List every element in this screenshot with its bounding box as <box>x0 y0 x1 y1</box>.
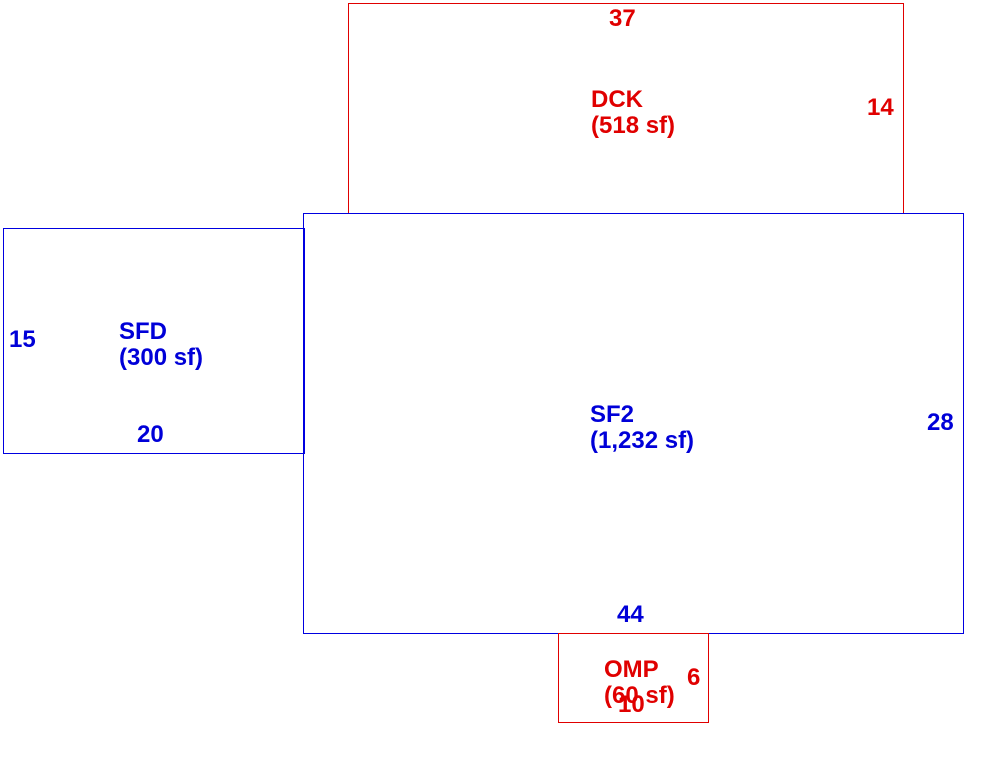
sfd-code: SFD <box>119 318 167 345</box>
sf2-label: SF2 (1,232 sf) <box>590 402 694 454</box>
sf2-area: (1,232 sf) <box>590 427 695 454</box>
omp-label: OMP (60 sf) <box>604 657 675 709</box>
omp-code: OMP <box>604 656 659 683</box>
sfd-label: SFD (300 sf) <box>119 319 203 371</box>
sfd-dimension-bottom: 20 <box>137 421 164 448</box>
sfd-outline <box>3 228 305 454</box>
sfd-dimension-left: 15 <box>9 326 36 353</box>
sf2-code: SF2 <box>590 401 635 428</box>
sf2-dimension-right: 28 <box>927 409 954 436</box>
omp-dimension-right: 6 <box>687 664 701 691</box>
sfd-area: (300 sf) <box>119 344 204 371</box>
dck-code: DCK <box>591 86 643 113</box>
dck-area: (518 sf) <box>591 112 676 139</box>
dck-dimension-top: 37 <box>609 5 636 32</box>
omp-outline <box>558 633 709 723</box>
dck-dimension-right: 14 <box>867 94 894 121</box>
omp-area: (60 sf) <box>604 682 675 709</box>
omp-dimension-bottom: 10 <box>618 691 645 718</box>
dck-label: DCK (518 sf) <box>591 87 675 139</box>
sf2-dimension-bottom: 44 <box>617 601 644 628</box>
